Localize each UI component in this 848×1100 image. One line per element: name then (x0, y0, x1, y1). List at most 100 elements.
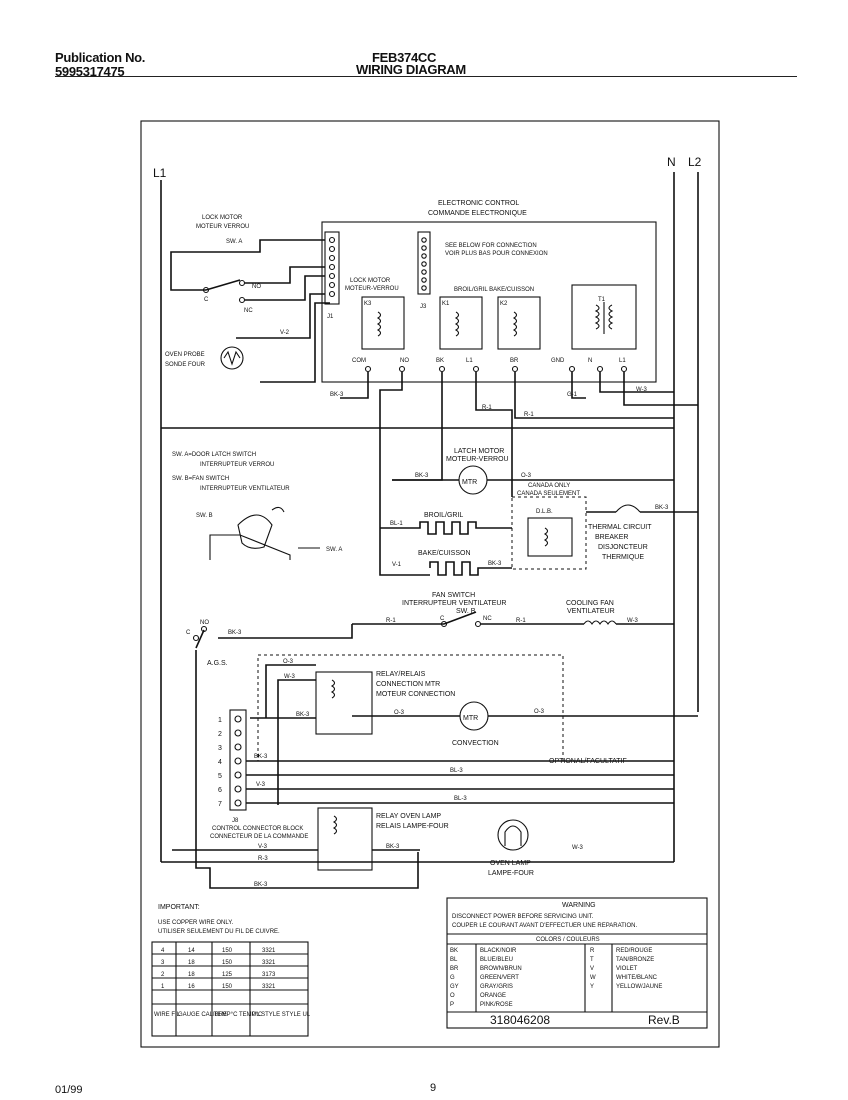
sw-a-label: SW. A (226, 239, 242, 245)
warning-line-2: COUPER LE COURANT AVANT D'EFFECTUER UNE … (452, 923, 638, 929)
warning-title: WARNING (562, 902, 596, 909)
imp-r4-c3: 150 (222, 984, 233, 990)
lamp-wire-tag: W-3 (572, 845, 584, 851)
term-5: 5 (218, 773, 222, 780)
sw-a-no-text: NO (252, 284, 261, 290)
switch-note-3: SW. B=FAN SWITCH (172, 476, 229, 482)
imp-r2-c1: 3 (161, 960, 165, 966)
oven-lamp-relay-coil (332, 815, 338, 835)
convection-return-tag: O-3 (534, 709, 545, 715)
relay-k3-box (361, 296, 405, 350)
ags-bottom-tag: BK-3 (254, 882, 268, 888)
br-wire (514, 372, 674, 419)
probe-wire-1 (236, 293, 325, 339)
color-code-g: G (450, 975, 455, 981)
relay-k3-tag: K3 (364, 301, 372, 307)
ags-c-terminal (192, 634, 200, 642)
term-7-tag: BL-3 (454, 796, 467, 802)
fan-wire-tag: R-1 (516, 618, 526, 624)
optional-convection-box (257, 654, 564, 762)
oven-probe-label-1: OVEN PROBE (165, 352, 205, 358)
sw-b-callout: SW. B (196, 513, 213, 519)
relay-w3-wire (265, 664, 316, 718)
color-code-t: T (590, 957, 594, 963)
no-wire (379, 372, 430, 576)
imp-foot-3: TEMP°C TEMP°C (214, 1012, 263, 1018)
publication-number: 5995317475 (55, 64, 125, 79)
latch-motor-label-2: MOTEUR-VERROU (446, 456, 509, 463)
l1-wire-tag: R-1 (482, 405, 492, 411)
color-name-bk: BLACK/NOIR (480, 948, 517, 954)
color-code-v: V (590, 966, 594, 972)
cooling-fan-label-1: COOLING FAN (566, 600, 614, 607)
n-wire-tag: W-3 (636, 387, 648, 393)
imp-r3-c2: 18 (188, 972, 195, 978)
gnd-wire-tag: G-1 (567, 392, 578, 398)
imp-r1-c1: 4 (161, 948, 165, 954)
term-3: 3 (218, 745, 222, 752)
important-title: IMPORTANT: (158, 904, 200, 911)
switch-note-4: INTERRUPTEUR VENTILATEUR (200, 486, 290, 492)
bake-wire-tag: V-1 (392, 562, 402, 568)
relay-lamp-label-1: RELAY OVEN LAMP (376, 813, 441, 820)
terminal-no: NO (400, 358, 409, 364)
fan-switch-wire-tag: R-1 (386, 618, 396, 624)
thermal-switch (615, 504, 641, 513)
fan-switch-c-terminal (440, 620, 448, 628)
imp-r4-c4: 3321 (262, 984, 276, 990)
imp-foot-1: WIRE FIL (154, 1012, 181, 1018)
color-name-v: VIOLET (616, 966, 638, 972)
fan-switch-nc-terminal (474, 620, 482, 628)
ags-c-text: C (186, 630, 191, 636)
convection-motor-mtr: MTR (463, 715, 478, 722)
diagram-frame (140, 120, 720, 1048)
bake-element-label: BAKE/CUISSON (418, 550, 471, 557)
color-name-g: GREEN/VERT (480, 975, 519, 981)
j3-label: J3 (420, 304, 427, 310)
fan-switch-nc-text: NC (483, 616, 492, 622)
model-number: FEB374CC (372, 50, 437, 65)
sw-a-contact (205, 279, 241, 291)
oven-lamp-label-2: LAMPE-FOUR (488, 870, 534, 877)
sw-a-c-terminal (202, 286, 210, 294)
cooling-fan-label-2: VENTILATEUR (567, 608, 615, 615)
term-5-tag: BL-3 (450, 768, 463, 774)
sw-a-nc-wire (245, 275, 325, 301)
control-block-label-2: CONNECTEUR DE LA COMMANDE (210, 834, 308, 840)
relay-w3-tag: O-3 (283, 659, 294, 665)
color-name-o: ORANGE (480, 993, 506, 999)
imp-r3-c3: 125 (222, 972, 233, 978)
color-code-gy: GY (450, 984, 459, 990)
relay-k1-box (439, 296, 483, 350)
j8-label: J8 (232, 818, 239, 824)
sw-a-c-text: C (204, 297, 209, 303)
probe-wire-tag: V-2 (280, 330, 290, 336)
terminal-l1b: L1 (619, 358, 626, 364)
relay-terminals (364, 365, 628, 373)
term-2: 2 (218, 731, 222, 738)
convection-relay-coil (330, 679, 336, 699)
colors-title: COLORS / COULEURS (536, 937, 600, 943)
broil-wire-tag: BL-1 (390, 521, 403, 527)
control-block-pins (234, 715, 242, 807)
color-code-p: P (450, 1002, 454, 1008)
color-name-p: PINK/ROSE (480, 1002, 513, 1008)
term-6: 6 (218, 787, 222, 794)
term-4-tag: BK-3 (254, 754, 268, 760)
relay-k1-tag: K1 (442, 301, 450, 307)
line-n-label: N (667, 155, 676, 169)
ags-wire-tag: BK-3 (228, 630, 242, 636)
convection-relay-box (315, 671, 373, 735)
bk-wire (392, 372, 443, 481)
term-6-tag: V-3 (256, 782, 266, 788)
n-wire (599, 372, 674, 393)
terminal-bk: BK (436, 358, 444, 364)
imp-r4-c1: 1 (161, 984, 165, 990)
probe-wire-2 (260, 302, 330, 383)
sw-a-no-wire (245, 266, 325, 284)
thermal-label-2: BREAKER (595, 534, 628, 541)
cooling-fan-coil (583, 620, 617, 625)
canada-seulement-label: CANADA SEULEMENT (517, 491, 580, 497)
ags-contact (195, 629, 205, 649)
